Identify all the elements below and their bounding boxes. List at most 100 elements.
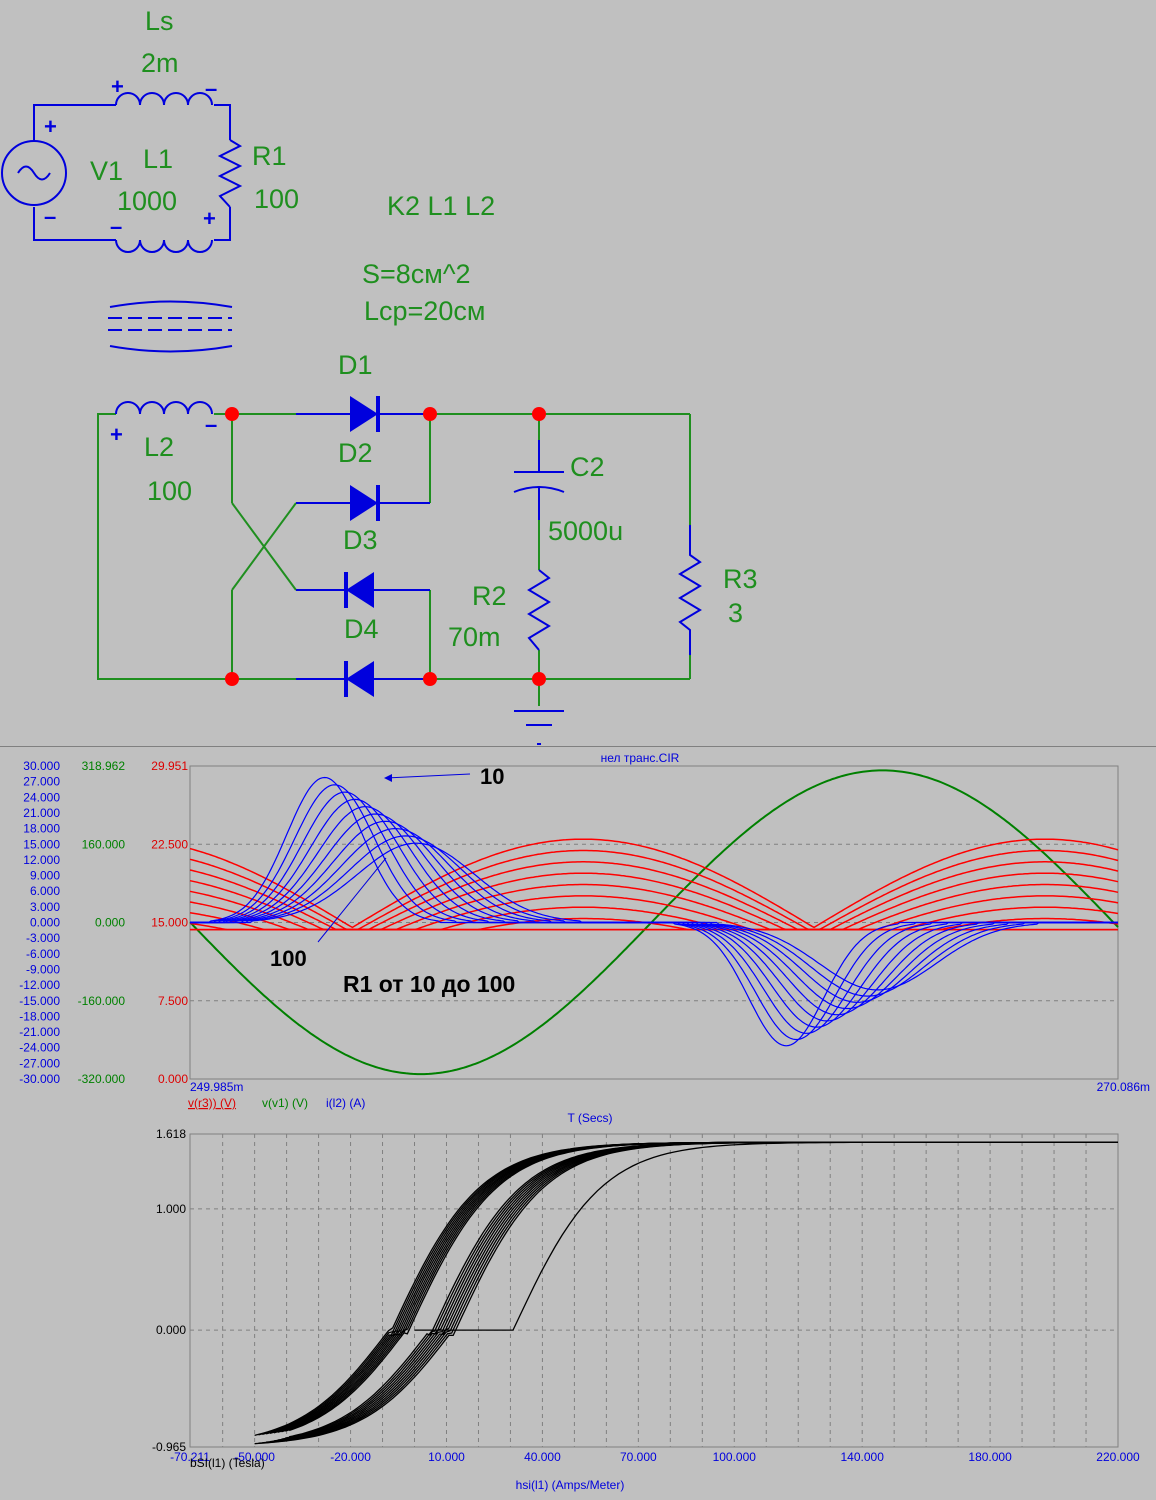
core-length-label: Lср=20см <box>364 296 485 326</box>
d4-diode-icon[interactable] <box>296 661 430 697</box>
blue-tick-label: -12.000 <box>19 978 60 992</box>
x-end-label: 270.086m <box>1097 1080 1150 1094</box>
series-vr3-line <box>189 849 1119 931</box>
secondary-wires <box>97 413 691 706</box>
x-tick-label: -70.211 <box>170 1450 210 1464</box>
r2-resistor-icon[interactable] <box>527 569 551 651</box>
x-tick-label: 140.000 <box>840 1450 884 1464</box>
ls-value: 2m <box>141 48 179 78</box>
d3-diode-icon[interactable] <box>296 572 430 608</box>
blue-tick-label: -6.000 <box>26 947 60 961</box>
ls-minus-sign: – <box>205 76 217 101</box>
y-tick-label: 1.000 <box>156 1202 186 1216</box>
l1-label: L1 <box>143 144 173 174</box>
plot2-xlabel: hsi(l1) (Amps/Meter) <box>516 1478 625 1492</box>
x-tick-label: 220.000 <box>1096 1450 1140 1464</box>
ls-plus-sign: + <box>111 74 124 99</box>
r1-value: 100 <box>254 184 299 214</box>
d3-label: D3 <box>343 525 378 555</box>
annot-10-label: 10 <box>480 764 504 789</box>
legend-il2[interactable]: i(l2) (A) <box>326 1096 365 1110</box>
x-tick-label: 40.000 <box>524 1450 561 1464</box>
y-tick-label: 1.618 <box>156 1127 186 1141</box>
annot-100-label: 100 <box>270 946 307 971</box>
ls-inductor-icon[interactable] <box>115 92 213 106</box>
x-tick-label: 100.000 <box>713 1450 757 1464</box>
v1-minus-sign: – <box>44 204 56 229</box>
d1-diode-icon[interactable] <box>296 396 430 432</box>
x-tick-label: 10.000 <box>428 1450 465 1464</box>
blue-tick-label: -24.000 <box>19 1041 60 1055</box>
legend-vv1[interactable]: v(v1) (V) <box>262 1096 308 1110</box>
red-tick-label: 29.951 <box>151 759 188 773</box>
annot-10-arrow <box>385 773 471 779</box>
red-tick-label: 22.500 <box>151 837 188 851</box>
r3-resistor-icon[interactable] <box>678 525 702 655</box>
bh-plot[interactable]: 1.6181.0000.000-0.965-70.211-50.000-20.0… <box>0 1110 1156 1500</box>
legend-vr3[interactable]: v(r3)) (V) <box>188 1096 236 1110</box>
x-start-label: 249.985m <box>190 1080 243 1094</box>
blue-tick-label: 21.000 <box>23 806 60 820</box>
c2-label: C2 <box>570 452 605 482</box>
d4-label: D4 <box>344 614 379 644</box>
x-tick-label: 70.000 <box>620 1450 657 1464</box>
c2-capacitor-icon[interactable] <box>513 440 565 520</box>
d2-diode-icon[interactable] <box>296 485 430 521</box>
k2-label: K2 L1 L2 <box>387 191 495 221</box>
panel-divider <box>0 746 1156 747</box>
blue-tick-label: 9.000 <box>30 869 60 883</box>
series-vv1-line <box>189 769 1119 1076</box>
primary-loop-wires <box>33 104 231 241</box>
blue-tick-label: 24.000 <box>23 790 60 804</box>
l2-minus-sign: – <box>205 412 217 437</box>
plot2-axes: 1.6181.0000.000-0.965-70.211-50.000-20.0… <box>152 1127 1140 1464</box>
green-tick-label: 318.962 <box>82 759 126 773</box>
c2-value: 5000u <box>548 516 623 546</box>
transformer-core-icon <box>108 300 233 353</box>
l1-value: 1000 <box>117 186 177 216</box>
blue-tick-label: 12.000 <box>23 853 60 867</box>
blue-tick-label: 18.000 <box>23 822 60 836</box>
green-tick-label: -320.000 <box>78 1072 126 1086</box>
l2-value: 100 <box>147 476 192 506</box>
plot2-series <box>254 1141 1118 1445</box>
blue-tick-label: -18.000 <box>19 1009 60 1023</box>
annot-100-arrow <box>317 857 387 943</box>
annot-10-arrowhead <box>384 774 392 782</box>
r3-label: R3 <box>723 564 758 594</box>
red-tick-label: 15.000 <box>151 916 188 930</box>
r1-resistor-icon[interactable] <box>217 139 243 208</box>
red-tick-label: 7.500 <box>158 994 188 1008</box>
l2-inductor-icon[interactable] <box>115 401 213 415</box>
ground-icon <box>514 710 564 745</box>
green-tick-label: 0.000 <box>95 916 125 930</box>
blue-tick-label: -9.000 <box>26 962 60 976</box>
l1-minus-sign: – <box>110 214 122 239</box>
r2-value: 70m <box>448 622 501 652</box>
r2-label: R2 <box>472 581 507 611</box>
y-tick-label: 0.000 <box>156 1323 186 1337</box>
blue-tick-label: 6.000 <box>30 884 60 898</box>
d2-label: D2 <box>338 438 373 468</box>
v1-source-icon[interactable] <box>1 140 67 206</box>
blue-tick-label: -15.000 <box>19 994 60 1008</box>
blue-tick-label: -27.000 <box>19 1056 60 1070</box>
plot2-grid <box>190 1134 1118 1447</box>
bh-initial-curve <box>414 1141 1118 1331</box>
blue-tick-label: -3.000 <box>26 931 60 945</box>
plot2-ylabel: bSI(l1) (Tesla) <box>190 1456 265 1470</box>
blue-tick-label: 27.000 <box>23 775 60 789</box>
blue-tick-label: 0.000 <box>30 916 60 930</box>
red-tick-label: 0.000 <box>158 1072 188 1086</box>
l1-inductor-icon[interactable] <box>115 239 213 253</box>
blue-tick-label: 3.000 <box>30 900 60 914</box>
blue-tick-label: 30.000 <box>23 759 60 773</box>
d1-label: D1 <box>338 350 373 380</box>
plot1-series <box>189 769 1119 1076</box>
series-il2-line <box>190 842 1118 991</box>
transient-plot[interactable]: нел транс.CIR 30.00027.00024.00021.00018… <box>0 748 1156 1128</box>
l2-label: L2 <box>144 432 174 462</box>
green-tick-label: 160.000 <box>82 837 126 851</box>
